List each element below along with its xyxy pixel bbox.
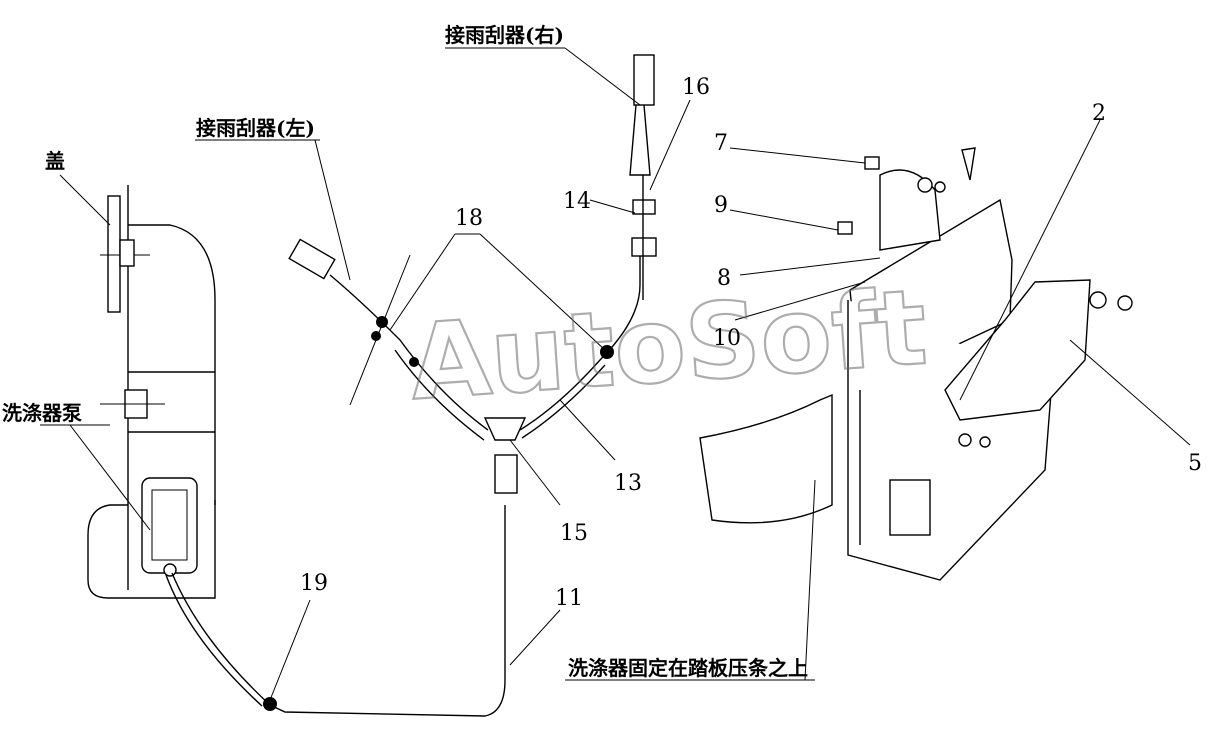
leader-lines [40,47,1191,701]
label-lid: 盖 [45,149,65,173]
washer-hoses [165,54,657,717]
washer-reservoir-side-view [87,185,216,599]
part-number-7: 7 [714,131,728,156]
part-number-5: 5 [1188,451,1202,476]
part-number-10: 10 [713,326,741,351]
washer-tank-mounted [699,147,1133,581]
part-number-8: 8 [717,266,731,291]
part-number-13: 13 [614,471,642,496]
label-wiper-right: 接雨刮器(右) [445,23,564,47]
part-number-19: 19 [300,571,328,596]
label-washer-pump: 洗涤器泵 [2,401,82,425]
label-mount-note: 洗涤器固定在踏板压条之上 [568,656,808,680]
part-number-11: 11 [555,586,583,611]
label-wiper-left: 接雨刮器(左) [196,116,315,140]
part-number-16: 16 [682,75,710,100]
part-number-15: 15 [560,521,588,546]
part-number-18: 18 [455,206,483,231]
part-number-14: 14 [563,189,591,214]
part-number-9: 9 [714,193,728,218]
part-number-2: 2 [1092,101,1106,126]
